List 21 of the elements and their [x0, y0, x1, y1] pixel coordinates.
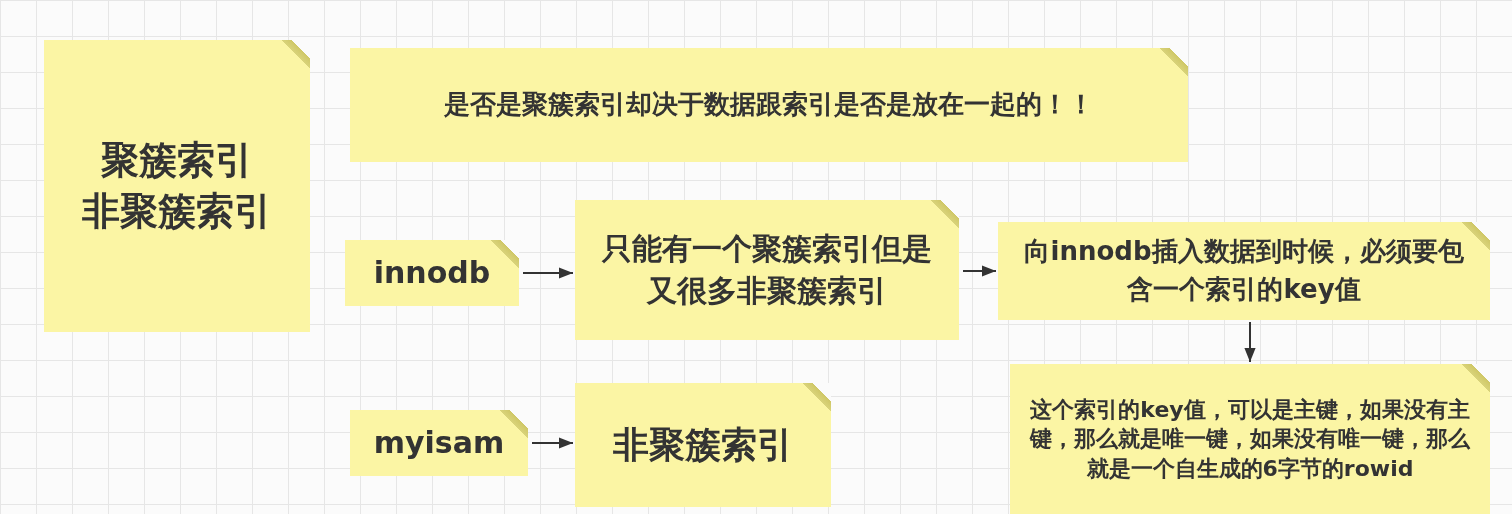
note — [1010, 364, 1490, 514]
note-text: myisam — [373, 425, 505, 461]
arrow — [522, 267, 574, 279]
note — [575, 200, 959, 340]
arrow — [962, 265, 997, 277]
note — [998, 222, 1490, 320]
note — [350, 410, 528, 476]
note-text: innodb — [373, 255, 491, 291]
arrow — [1244, 321, 1256, 363]
note — [350, 48, 1188, 162]
note — [575, 383, 831, 507]
note-text: 是否是聚簇索引却决于数据跟索引是否是放在一起的！！ — [444, 88, 1094, 122]
note-text: 这个索引的key值，可以是主键，如果没有主键，那么就是唯一键，如果没有唯一键，那么就是一个自生成的6字节的rowid — [1028, 396, 1471, 483]
note-text: 非聚簇索引 — [82, 188, 272, 235]
topic-note — [44, 40, 310, 332]
note-text: 聚簇索引 — [101, 136, 253, 184]
arrow — [531, 437, 574, 449]
note-text: 向innodb插入数据到时候，必须要包含一个索引的key值 — [1023, 235, 1465, 306]
note-text: 非聚簇索引 — [613, 423, 793, 467]
note-text: 只能有一个聚簇索引但是又很多非聚簇索引 — [601, 230, 933, 310]
note — [345, 240, 519, 306]
